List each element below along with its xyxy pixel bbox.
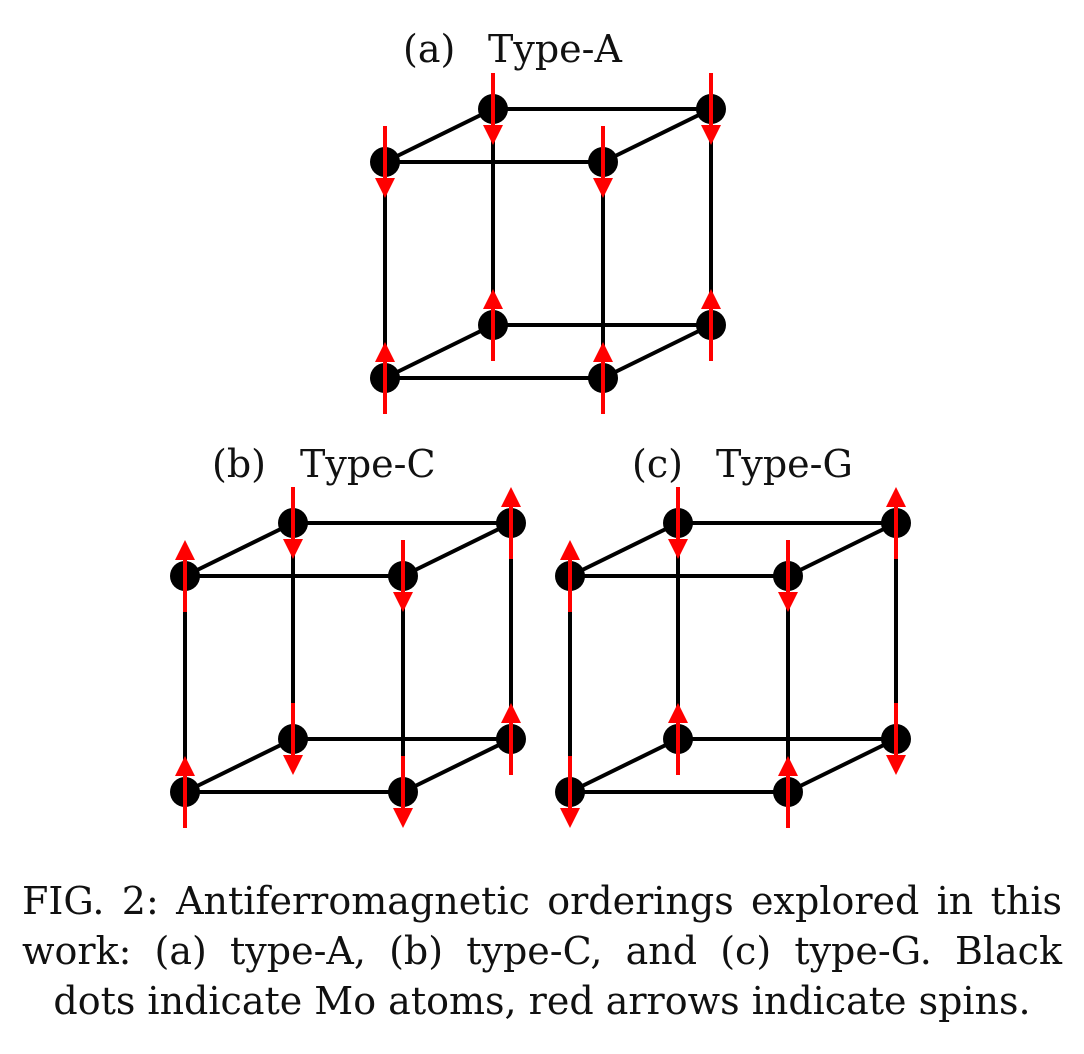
spin-head [375,178,395,198]
spin-arrow-up-tfl [175,540,195,612]
spin-arrow-down-tbr [701,73,721,145]
spin-head [560,540,580,560]
spin-arrow-up-bbr [701,289,721,361]
panel-b-title: Type-C [300,442,436,486]
spin-head [778,592,798,612]
spin-arrow-up-bbr [501,703,521,775]
spin-arrow-down-tbl [483,73,503,145]
spin-arrow-up-tfl [560,540,580,612]
spin-head [375,342,395,362]
bond-bfr-bbr [601,323,713,380]
panel-type-c: (b) Type-C [170,442,526,828]
spin-arrow-up-bfl [375,342,395,414]
spin-head [283,539,303,559]
spin-head [593,178,613,198]
spin-arrow-down-tfr [593,126,613,198]
panel-type-a: (a) Type-A [370,27,726,414]
spin-arrow-down-tfr [778,540,798,612]
spin-head [483,289,503,309]
panel-type-g: (c) Type-G [555,442,911,828]
spin-head [501,703,521,723]
panel-b-label: (b) [212,442,266,486]
bond-tfr-tbr [786,521,898,578]
figure-caption: FIG. 2: Antiferromagnetic orderings expl… [22,879,1062,1023]
spin-head [886,487,906,507]
spin-arrow-up-bfr [778,756,798,828]
figure: (a) Type-A (b) Type-C (c) Type-G [170,27,911,828]
spin-arrow-up-bfr [593,342,613,414]
bond-bfr-bbr [401,737,513,794]
spin-arrow-up-bbl [483,289,503,361]
spin-head [560,808,580,828]
spin-head [778,756,798,776]
spin-arrow-down-tbl [283,487,303,559]
bond-tfr-tbr [401,521,513,578]
spin-arrow-down-tfr [393,540,413,612]
spin-head [886,755,906,775]
spin-head [175,540,195,560]
spin-head [393,592,413,612]
spin-arrow-down-tfl [375,126,395,198]
spin-arrow-down-bfr [393,756,413,828]
bond-bfl-bbl [383,323,495,380]
spin-arrow-down-bbr [886,703,906,775]
spin-head [283,755,303,775]
spin-head [483,125,503,145]
spin-head [393,808,413,828]
spin-head [175,756,195,776]
bond-bfr-bbr [786,737,898,794]
bond-bfl-bbl [183,737,295,794]
bond-tfl-tbl [183,521,295,578]
spin-head [701,289,721,309]
spin-head [593,342,613,362]
spin-arrow-up-tbr [501,487,521,559]
spin-arrow-down-tbl [668,487,688,559]
panel-a-title: Type-A [488,27,622,71]
cube-diagrams: (a) Type-A (b) Type-C (c) Type-G [170,27,911,828]
bond-tfl-tbl [568,521,680,578]
spin-head [668,703,688,723]
bond-tfl-tbl [383,107,495,164]
panel-c-title: Type-G [716,442,853,486]
panel-c-label: (c) [632,442,683,486]
panel-a-label: (a) [403,27,455,71]
spin-arrow-up-bfl [175,756,195,828]
spin-arrow-down-bbl [283,703,303,775]
bond-tfr-tbr [601,107,713,164]
spin-arrow-down-bfl [560,756,580,828]
bond-bfl-bbl [568,737,680,794]
spin-head [501,487,521,507]
spin-head [701,125,721,145]
spin-head [668,539,688,559]
spin-arrow-up-tbr [886,487,906,559]
spin-arrow-up-bbl [668,703,688,775]
